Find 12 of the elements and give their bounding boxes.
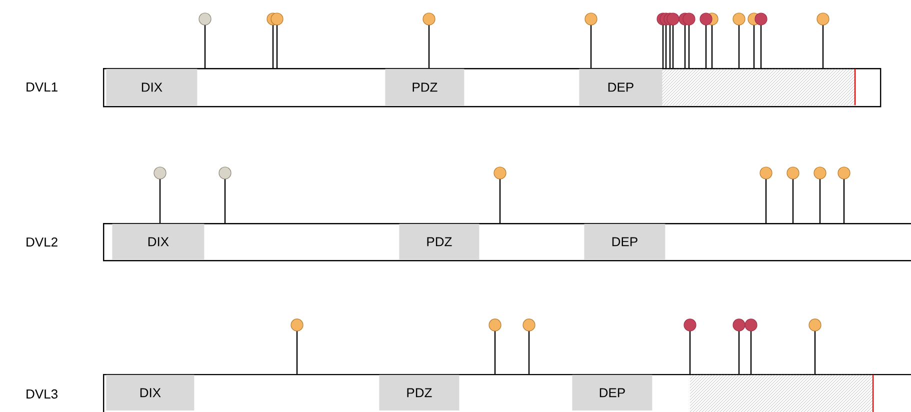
domain-box: DIX — [106, 374, 194, 410]
domain-box: DEP — [584, 224, 666, 260]
protein-label: DVL3 — [26, 389, 58, 399]
protein-label: DVL1 — [26, 82, 58, 92]
protein-label: DVL2 — [26, 237, 58, 247]
domain-box: DEP — [579, 68, 662, 106]
domain-box: PDZ — [379, 374, 460, 410]
domain-box: DIX — [112, 224, 204, 260]
domain-box: PDZ — [385, 68, 464, 106]
domain-box: DIX — [106, 68, 198, 106]
domain-box: PDZ — [399, 224, 480, 260]
domain-box: DEP — [572, 374, 652, 410]
